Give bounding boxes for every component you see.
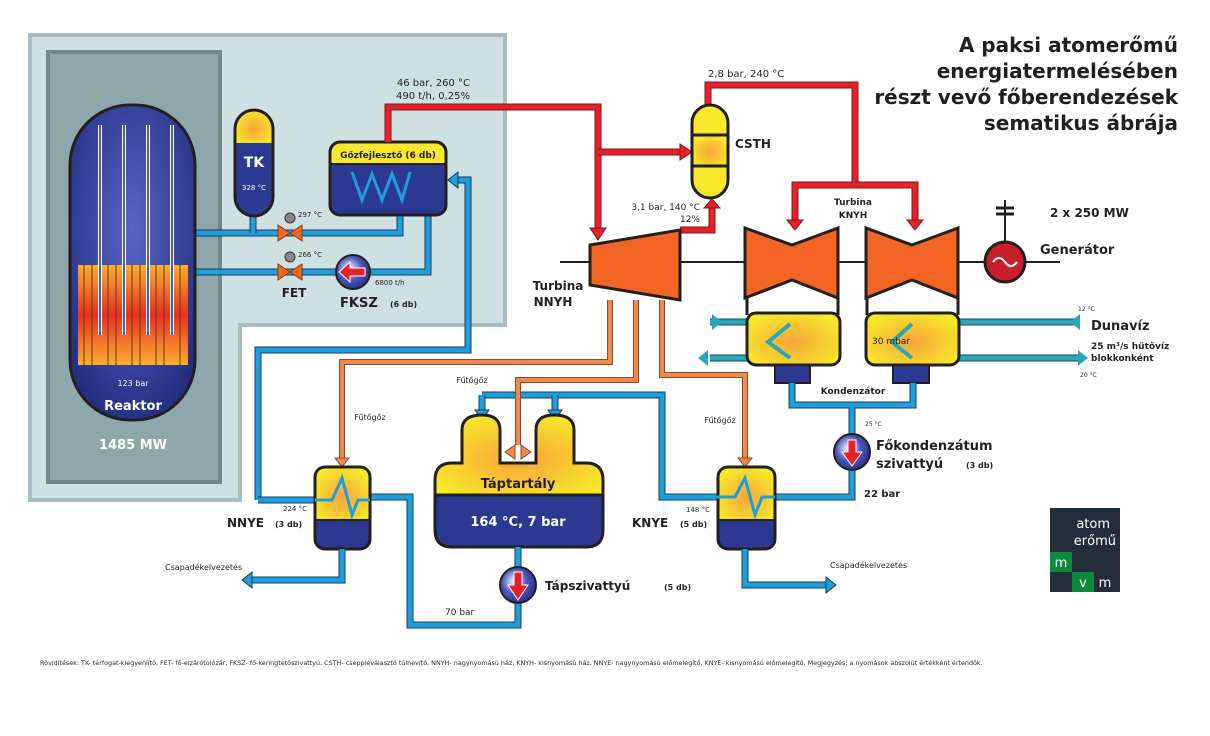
reactor-power: 1485 MW [99,438,167,453]
svg-text:m: m [1055,556,1068,571]
feed-water-tank [433,413,605,549]
svg-text:v: v [1079,576,1087,591]
main-condensate-pump-icon [833,433,871,471]
heating-steam-lines [333,300,754,468]
sg-outlet-flow: 490 t/h, 0,25% [396,91,470,102]
hp-preheater [241,465,372,590]
heating-steam-label: Fűtőgőz [354,413,385,422]
svg-text:részt vevő főberendezések: részt vevő főberendezések [874,85,1178,109]
valve-icon [277,212,303,242]
arrow-icon [712,314,722,330]
arrow-icon [1078,350,1088,366]
danube-label: Dunavíz [1091,319,1150,334]
hot-leg-temp: 297 °C [298,211,322,219]
knye-temp: 148 °C [686,506,710,514]
tk-temp: 328 °C [242,184,266,192]
nnye-count: (3 db) [275,520,302,529]
feed-pump-line [370,493,522,629]
feed-pump-pressure: 70 bar [445,608,475,618]
condenser-label: Kondenzátor [821,387,886,397]
condenser [745,311,961,384]
sg-outlet-state: 46 bar, 260 °C [397,78,470,89]
fksz-label: FKSZ [340,296,378,311]
pressurizer-tk [233,108,275,218]
danube-out-temp: 20 °C [1080,372,1097,379]
nnye-temp: 224 °C [283,505,307,513]
csth-inlet: 3,1 bar, 140 °C [631,203,700,213]
csth-outlet: 2,8 bar, 240 °C [708,69,784,80]
page-title: A paksi atomerőmű energiatermelésében ré… [874,33,1178,135]
heating-steam-label: Fűtőgőz [456,376,487,385]
svg-text:atom: atom [1076,517,1110,532]
danube-flow-2: blokkonként [1091,353,1154,364]
lp-turbine-2 [864,225,960,301]
feed-pump-count: (5 db) [664,583,691,592]
reactor-pressure: 123 bar [117,379,149,388]
csth-label: CSTH [735,137,771,151]
fksz-flow: 6800 t/h [375,279,405,287]
arrow-icon [1070,314,1080,330]
danube-in-temp: 12 °C [1078,306,1095,313]
generator-label: Generátor [1040,243,1115,258]
svg-text:A paksi atomerőmű: A paksi atomerőmű [959,33,1178,57]
feed-pump-label: Tápszivattyú [545,579,630,593]
knye-count: (5 db) [680,520,707,529]
lp-turbine-1 [743,225,840,301]
csth-percent: 12% [680,215,700,225]
reactor-vessel [68,103,197,422]
feed-tank-state: 164 °C, 7 bar [470,515,566,530]
feed-tank-label: Táptartály [481,477,556,492]
arrow-icon [698,350,708,366]
generator-power: 2 x 250 MW [1050,206,1129,220]
main-steam-line [384,81,925,241]
svg-text:m: m [1099,576,1112,591]
main-condensate-pump-label: Főkondenzátum [876,439,993,454]
svg-text:energiatermelésében: energiatermelésében [937,59,1178,83]
reactor-label: Reaktor [104,399,162,414]
condensate-pressure: 22 bar [864,489,900,500]
main-condensate-pump-label-2: szivattyú [876,457,943,472]
hp-turbine [588,228,682,302]
hp-turbine-label-1: Turbina [533,279,584,293]
cold-leg-temp: 266 °C [298,251,322,259]
knye-label: KNYE [632,516,668,530]
heating-steam-label: Fűtőgőz [704,416,735,425]
nnye-label: NNYE [227,516,264,530]
steam-generator [328,140,448,217]
hp-turbine-label-2: NNYH [534,295,573,309]
danube-flow: 25 m³/s hűtővíz [1091,342,1169,352]
steam-generator-label: Gőzfejlesztő (6 db) [340,151,436,161]
drain-label: Csapadékelvezetés [165,562,242,572]
svg-text:erőmű: erőmű [1074,534,1116,549]
fet-valve-icon [277,251,303,281]
fksz-count: (6 db) [390,300,417,309]
tk-label: TK [244,155,266,171]
footnote: Rövidítések: TK- térfogat-kiegyenlítő, F… [40,658,983,667]
feed-pump-icon [499,566,537,604]
lp-turbine-label-1: Turbina [834,198,872,208]
lp-turbine-label-2: KNYH [839,211,868,221]
main-condensate-pump-count: (3 db) [966,461,993,470]
drain-label: Csapadékelvezetés [830,560,907,570]
lp-preheater [662,465,837,595]
generator-icon [983,200,1027,284]
moisture-separator-reheater [690,103,730,200]
main-circulation-pump-icon [335,254,371,290]
fet-label: FET [282,286,307,300]
mvm-logo: atom erőmű m v m [1050,508,1120,592]
condenser-pressure: 30 mbar [872,337,910,347]
condensate-temp: 25 °C [865,421,882,428]
svg-text:sematikus ábrája: sematikus ábrája [984,111,1178,135]
